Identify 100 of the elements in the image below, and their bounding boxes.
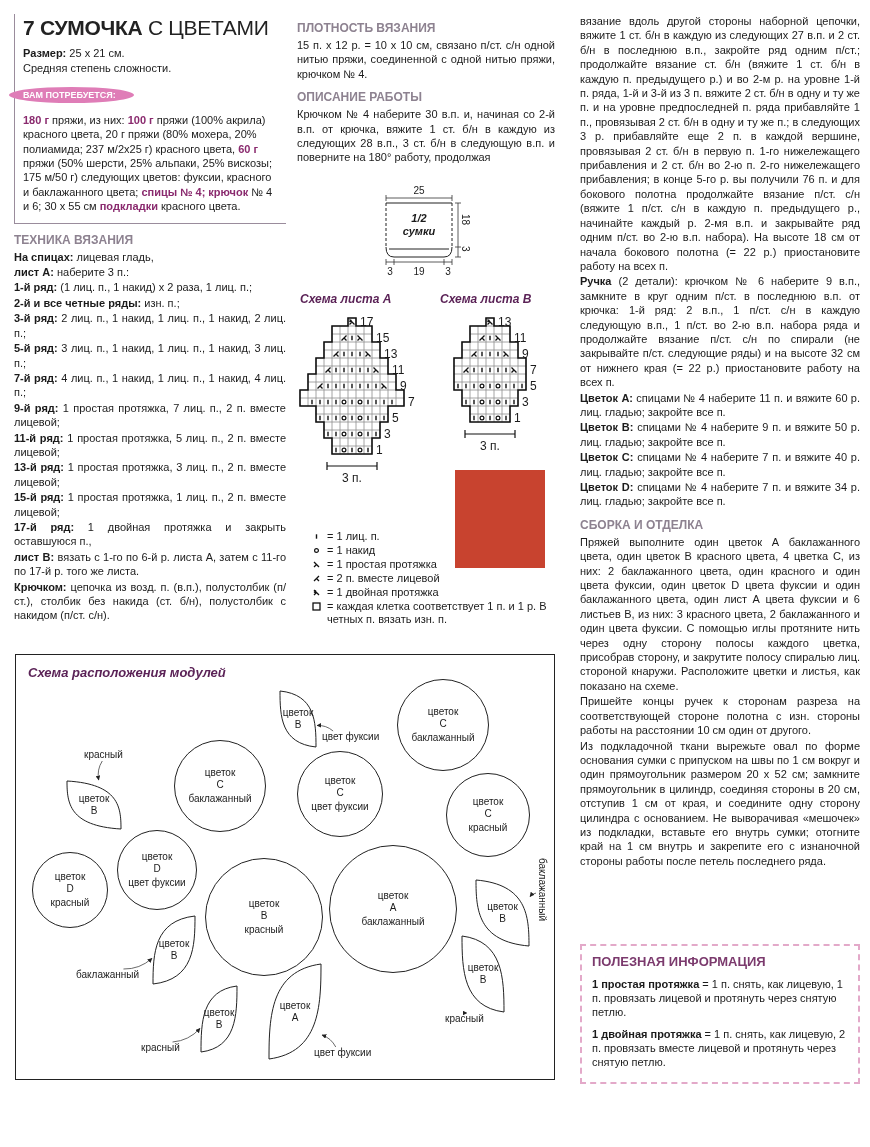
- color-label: баклажанный: [411, 732, 475, 744]
- dimension-label: 3 п.: [480, 440, 500, 453]
- color-label: красный: [445, 1013, 484, 1025]
- color-label: баклажанный: [188, 793, 252, 805]
- module-label: цветок А: [279, 999, 311, 1024]
- instruction-text: 5-й ряд: 3 лиц. п., 1 накид, 1 лиц. п., 1 накид, 3 лиц. п.;: [14, 341, 286, 370]
- legend-text: = 2 п. вместе лицевой: [327, 572, 440, 585]
- instruction-text: 3-й ряд: 2 лиц. п., 1 накид, 1 лиц. п., 1 накид, 2 лиц. п.;: [14, 311, 286, 341]
- leader-line: [463, 1011, 468, 1015]
- color-label: баклажанный: [536, 858, 548, 921]
- section-heading: ТЕХНИКА ВЯЗАНИЯ: [14, 232, 135, 248]
- instruction-text: лист В: вязать с 1-го по 6-й р. листа А, затем с 11-го по 17-й р. того же листа.: [14, 549, 286, 579]
- section-heading: ОПИСАНИЕ РАБОТЫ: [297, 90, 423, 106]
- color-label: красный: [244, 924, 284, 936]
- module-label: цветок В: [78, 793, 110, 817]
- legend-text: = 1 накид: [327, 544, 376, 557]
- page-title: 7 СУМОЧКА С ЦВЕТАМИ: [23, 16, 270, 40]
- dimension-label: 3: [459, 246, 471, 252]
- row-number: 9: [400, 379, 407, 393]
- instruction-text: На спицах: лицевая гладь,: [14, 249, 155, 265]
- instruction-text: 15 п. х 12 р. = 10 х 10 см, связано п/ст. с/н одной нитью пряжи, соединенной с одной нитью пряжи, крючком № 4.: [297, 38, 555, 82]
- row-number: 17: [360, 315, 374, 329]
- instruction-text: 2-й и все четные ряды: изн. п.;: [14, 295, 181, 311]
- instruction-text: Средняя степень сложности.: [23, 61, 173, 76]
- row-number: 5: [530, 379, 537, 393]
- instruction-text: Пряжей выполните один цветок А баклажанного цвета, один цветок В красного цвета, 4 цветка С, из них: 2 баклажанного цвета, один красного и один цвета фуксии, один цветок D цвета фуксии и один баклажанного цвета, один лист А цвета фуксии и 6 листьев В, из них: 3 красного цвета, 2 баклажанного и один цвета фуксии. С помощью иглы протяните нить через одну сторону полосы каждого цветка, присобрав сторону, и закрутите полосу спиралью лиц. стороной кнаружи. Расположите цветки и листья, как показано на схеме.: [580, 534, 860, 694]
- chart-title: Схема листа В: [440, 292, 532, 306]
- instruction-text: 7-й ряд: 4 лиц. п., 1 накид, 1 лиц. п., 1 накид, 4 лиц. п.;: [14, 370, 286, 400]
- row-number: 9: [522, 347, 529, 361]
- leaf-outline: [461, 935, 505, 1013]
- dimension-label: 3 п.: [342, 472, 362, 485]
- info-panel: [580, 944, 860, 1084]
- color-label: цвет фуксии: [128, 877, 186, 889]
- bag-outline: [386, 203, 452, 257]
- instruction-text: 15-й ряд: 1 простая протяжка, 1 лиц. п., 2 п. вместе лицевой;: [14, 490, 286, 519]
- row-number: 11: [514, 331, 527, 345]
- instruction-text: Пришейте концы ручек к сторонам разреза на соответствующей стороне полотна с изн. стороны работы на расстоянии 10 см один от другого.: [580, 694, 860, 738]
- instruction-text: 1-й ряд: (1 лиц. п., 1 накид) х 2 раза, 1 лиц. п.;: [14, 280, 254, 295]
- info-heading: ПОЛЕЗНАЯ ИНФОРМАЦИЯ: [592, 954, 767, 969]
- panel-title: Схема расположения модулей: [28, 665, 226, 680]
- leaf-outline: [279, 690, 317, 748]
- legend-text: = 1 простая протяжка: [327, 558, 437, 571]
- color-label: баклажанный: [76, 969, 139, 981]
- section-heading: СБОРКА И ОТДЕЛКА: [580, 517, 705, 533]
- instruction-text: лист А: наберите 3 п.:: [14, 265, 131, 280]
- row-number: 7: [408, 395, 415, 409]
- module-label: цветок А: [377, 890, 409, 914]
- row-number: 5: [392, 411, 399, 425]
- info-text: 1 двойная протяжка = 1 п. снять, как лицевую, 2 п. провязать вместе лицевой и протянуть через снятую петлю.: [592, 1027, 847, 1069]
- row-number: 1: [514, 411, 521, 425]
- instruction-text: Цветок А: спицами № 4 наберите 11 п. и вяжите 60 р. лиц. гладью; закройте все п.: [580, 390, 860, 420]
- instruction-text: 13-й ряд: 1 простая протяжка, 3 лиц. п., 2 п. вместе лицевой;: [14, 460, 286, 490]
- leaf-outline: [152, 915, 196, 985]
- row-number: 3: [522, 395, 529, 409]
- instruction-text: Цветок С: спицами № 4 наберите 7 п. и вяжите 40 р. лиц. гладью; закройте все п.: [580, 450, 860, 479]
- module-label: цветок С: [324, 775, 356, 799]
- row-number: 3: [384, 427, 391, 441]
- instruction-text: 9-й ряд: 1 простая протяжка, 7 лиц. п., 2 п. вместе лицевой;: [14, 400, 286, 430]
- module-label: цветок В: [203, 1007, 235, 1031]
- row-number: 7: [530, 363, 537, 377]
- instruction-text: Крючком № 4 наберите 30 в.п. и, начиная со 2-й в.п. от крючка, вяжите 1 ст. б/н в каждую из следующих 28 в.п., 3 ст. б/н в следующую в.п. и поверните на 180° работу, продолжая: [297, 107, 555, 165]
- row-number: 15: [376, 331, 390, 345]
- instruction-text: Цветок В: спицами № 4 наберите 9 п. и вяжите 50 р. лиц. гладью; закройте все п.: [580, 420, 860, 450]
- instruction-text: 11-й ряд: 1 простая протяжка, 5 лиц. п., 2 п. вместе лицевой;: [14, 430, 286, 460]
- color-label: красный: [50, 897, 90, 909]
- instruction-text: Размер: 25 х 21 см.: [23, 46, 126, 61]
- instruction-text: Из подкладочной ткани вырежьте овал по форме основания сумки с припуском на швы по 1 см вокруг и один прямоугольник размером 20 х 52 см; замкните прямоугольник в цилиндр, соединяя стороны в 20 см, отступив 1 см от края, и соедините одну сторону цилиндра с основанием. Не выворачивая «мешочек» из подкладки, вставьте его внутрь сумки; отогните край на 1 см внутрь и закрепите его с изнаночной стороны работы после петель последнего ряда.: [580, 738, 860, 869]
- chart-title: Схема листа А: [300, 292, 392, 306]
- module-label: цветок С: [427, 706, 459, 730]
- color-label: цвет фуксии: [314, 1047, 372, 1059]
- color-label: баклажанный: [361, 916, 425, 928]
- module-label: цветок В: [467, 962, 499, 986]
- legend-text: = каждая клетка соответствует 1 п. и 1 р. В четных п. вязать изн. п.: [327, 600, 548, 626]
- leader-line: [529, 891, 537, 898]
- legend-text: = 1 двойная протяжка: [327, 586, 439, 599]
- module-label: цветок С: [204, 767, 236, 791]
- instruction-text: Ручка (2 детали): крючком № 6 наберите 9 в.п., замкните в круг одним п/ст. в последнюю в.п. от крючка: 1-й ряд: 2 в.п., 1 п/ст. с/н в каждую следующую в.п., 1 п/ст. во 2-ю в.п. набора ряда и продолжайте вязание п/ст. с/н по спирали (не закрывайте п/ст. следующие ряды) и на высоте 32 см от нижнего края (= 22 р.) приостановите работу на всех п.: [580, 274, 860, 390]
- dimension-label: 18: [459, 214, 471, 226]
- row-number: 13: [384, 347, 398, 361]
- module-label: цветок В: [282, 707, 314, 731]
- info-text: 1 простая протяжка = 1 п. снять, как лицевую, 1 п. провязать лицевой и протянуть через снятую петлю.: [592, 977, 844, 1019]
- section-badge: ВАМ ПОТРЕБУЕТСЯ:: [9, 86, 134, 103]
- color-label: красный: [468, 822, 508, 834]
- color-label: цвет фуксии: [322, 731, 380, 743]
- row-number: 11: [392, 363, 405, 377]
- leaf-outline: [200, 985, 238, 1053]
- leaf-outline: [475, 879, 530, 947]
- row-number: 1: [376, 443, 383, 457]
- section-heading: ПЛОТНОСТЬ ВЯЗАНИЯ: [297, 21, 437, 36]
- instruction-text: Цветок D: спицами № 4 наберите 7 п. и вяжите 34 р. лиц. гладью; закройте все п.: [580, 480, 860, 509]
- module-label: цветок D: [141, 851, 173, 875]
- instruction-text: Крючком: цепочка из возд. п. (в.п.), полустолбик (п/ст.), столбик без накида (ст. б/н), полустолбик с накидом (п/ст. с/н).: [14, 579, 286, 623]
- color-label: красный: [141, 1042, 180, 1054]
- module-label: цветок В: [487, 901, 518, 925]
- bag-label: 1/2 сумки: [402, 212, 436, 238]
- layout-panel: [15, 654, 555, 1080]
- color-label: красный: [84, 749, 123, 761]
- color-label: цвет фуксии: [311, 801, 369, 813]
- leaf-outline: [66, 780, 122, 830]
- materials-text: 180 г пряжи, из них: 100 г пряжи (100% акрила) красного цвета, 20 г пряжи (80% мохера, 20% полиамида; 237 м/2х25 г) красного цвета, 60 г пряжи (50% шерсти, 25% альпаки, 25% вискозы; 175 м/50 г) следующих цветов: фуксии, красного и баклажанного цвета; спицы № 4; крючок № 4 и 6; 30 х 55 см подкладки красного цвета.: [23, 112, 274, 214]
